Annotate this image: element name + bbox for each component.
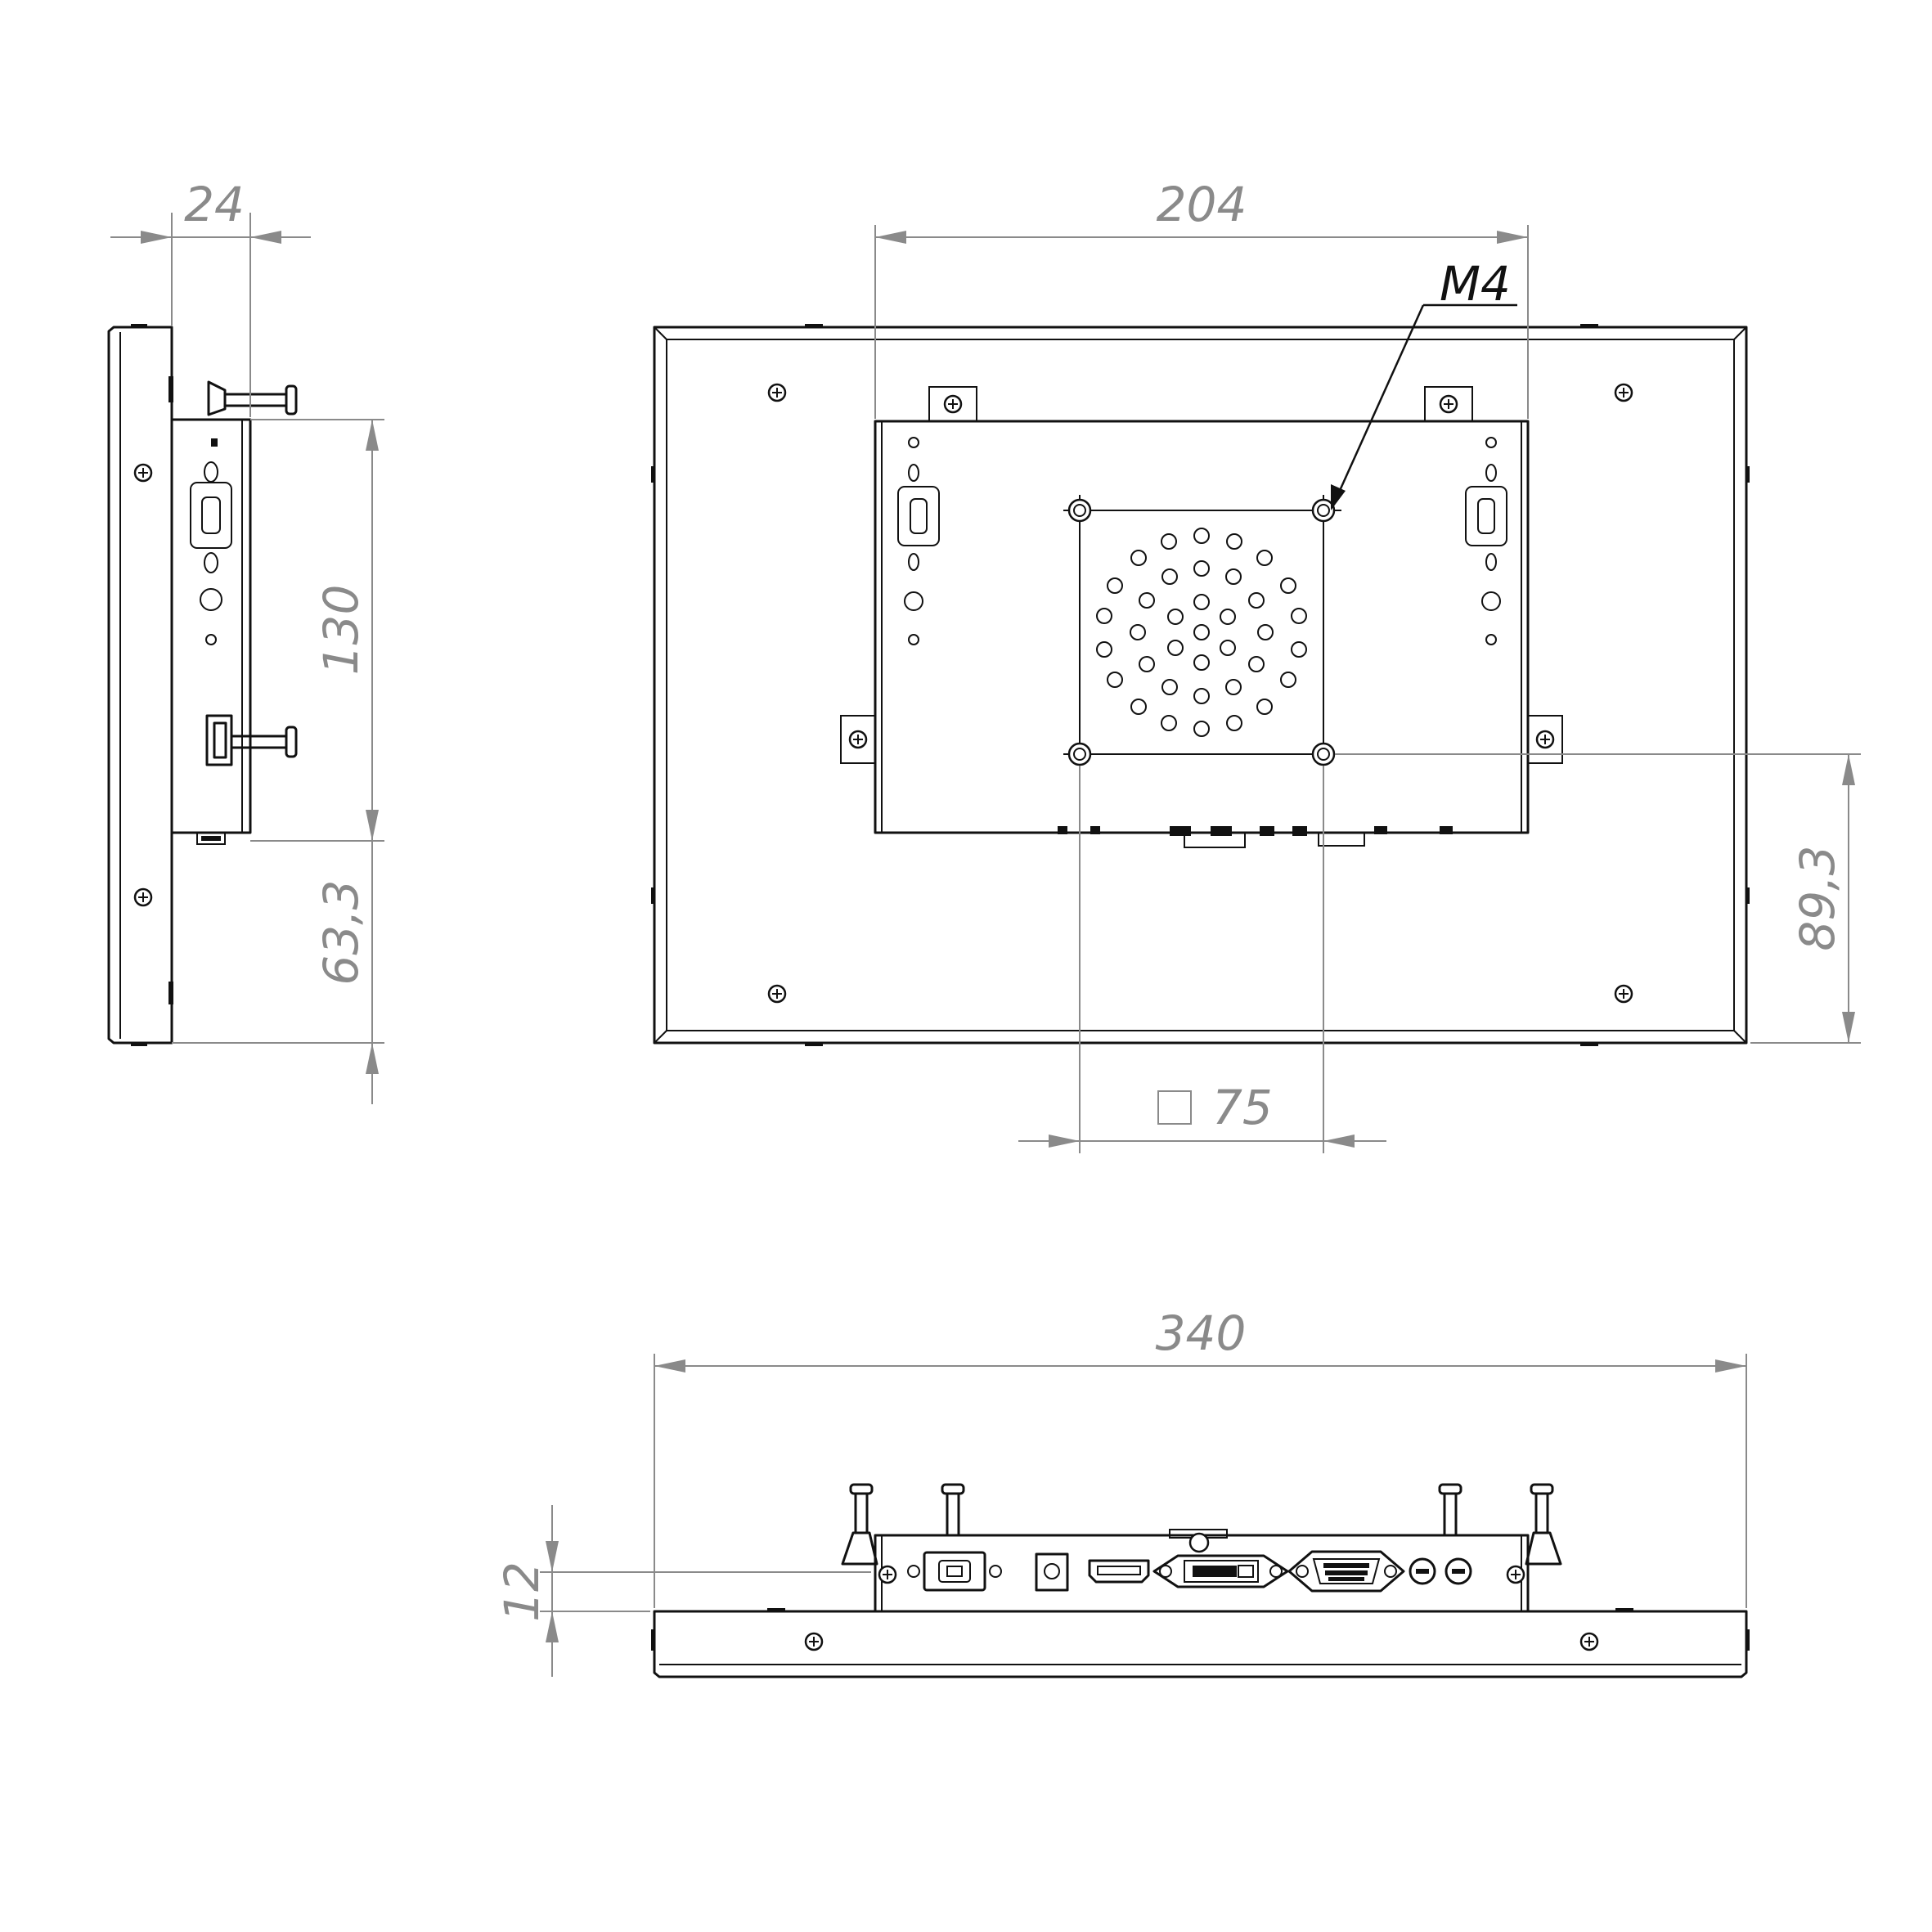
dc-power-port-icon xyxy=(1035,1552,1069,1592)
audio-jack-2-icon xyxy=(1445,1557,1472,1585)
dimension-rear-width xyxy=(874,225,1529,419)
dim-label-side-offset: 63,3 xyxy=(313,879,369,985)
rear-mount-bracket xyxy=(874,420,1530,834)
dimension-side-height xyxy=(172,419,384,1104)
rear-panel-inner xyxy=(666,339,1735,1031)
rear-bracket-screw-icon xyxy=(1439,394,1458,414)
vesa-hole-bl-icon xyxy=(1067,742,1092,766)
dim-label-side-height: 130 xyxy=(313,585,369,676)
rear-corner-screw-tr-icon xyxy=(1614,383,1633,402)
callout-m4 xyxy=(1331,303,1517,510)
rear-corner-screw-tl-icon xyxy=(767,383,787,402)
bottom-view xyxy=(651,1483,1750,1678)
audio-jack-1-icon xyxy=(1409,1557,1436,1585)
dimension-bottom-height xyxy=(540,1505,871,1677)
square-symbol-icon xyxy=(1157,1090,1192,1125)
callout-m4-label: M4 xyxy=(1440,256,1511,312)
dimension-bottom-width xyxy=(654,1354,1747,1608)
dim-label-side-depth: 24 xyxy=(184,177,245,232)
dimension-vesa-offset xyxy=(1335,753,1861,1044)
dvi-port-icon xyxy=(1152,1529,1289,1588)
side-panel-outline xyxy=(107,326,173,1045)
dim-label-vesa-pattern: 75 xyxy=(1212,1080,1273,1135)
dim-label-bottom-height: 12 xyxy=(494,1561,550,1622)
rear-panel-outer xyxy=(653,326,1748,1045)
side-screw-lower-icon xyxy=(133,887,153,907)
rear-corner-screw-bl-icon xyxy=(767,984,787,1004)
usb-b-port-icon xyxy=(907,1551,1002,1592)
side-view xyxy=(107,324,298,1046)
vesa-plate xyxy=(1079,510,1324,755)
bottom-screw-right-icon xyxy=(1579,1632,1599,1651)
dim-label-vesa-offset: 89,3 xyxy=(1790,845,1845,950)
dimension-side-depth xyxy=(110,213,311,417)
thumbscrew-3-icon xyxy=(1438,1483,1462,1537)
rear-bracket-screw-icon xyxy=(943,394,963,414)
rear-view xyxy=(651,324,1750,1046)
rear-side-tab-screw-icon xyxy=(1535,730,1555,749)
dim-label-bottom-width: 340 xyxy=(1156,1305,1247,1361)
bracket-screw-right-icon xyxy=(1506,1565,1525,1584)
thumbscrew-1-icon xyxy=(841,1483,878,1566)
vesa-hole-tl-icon xyxy=(1067,498,1092,523)
vent-holes xyxy=(1096,528,1307,737)
bottom-screw-left-icon xyxy=(804,1632,824,1651)
vesa-hole-br-icon xyxy=(1311,742,1336,766)
thumbscrew-4-icon xyxy=(1525,1483,1562,1566)
hdmi-port-icon xyxy=(1088,1559,1150,1584)
rear-slot-right xyxy=(1465,437,1507,645)
dimension-vesa-pattern xyxy=(1018,766,1386,1153)
thumbscrew-2-icon xyxy=(941,1483,965,1537)
bottom-panel-outline xyxy=(653,1610,1748,1678)
side-thumbscrew-upper-icon xyxy=(207,380,298,416)
rear-side-tab-screw-icon xyxy=(848,730,868,749)
side-thumbscrew-lower-icon xyxy=(205,714,298,766)
rear-corner-screw-br-icon xyxy=(1614,984,1633,1004)
rear-slot-left xyxy=(897,437,940,645)
side-screw-upper-icon xyxy=(133,463,153,483)
dim-label-rear-width: 204 xyxy=(1157,177,1247,232)
vga-port-icon xyxy=(1287,1550,1405,1593)
bracket-screw-left-icon xyxy=(878,1565,897,1584)
